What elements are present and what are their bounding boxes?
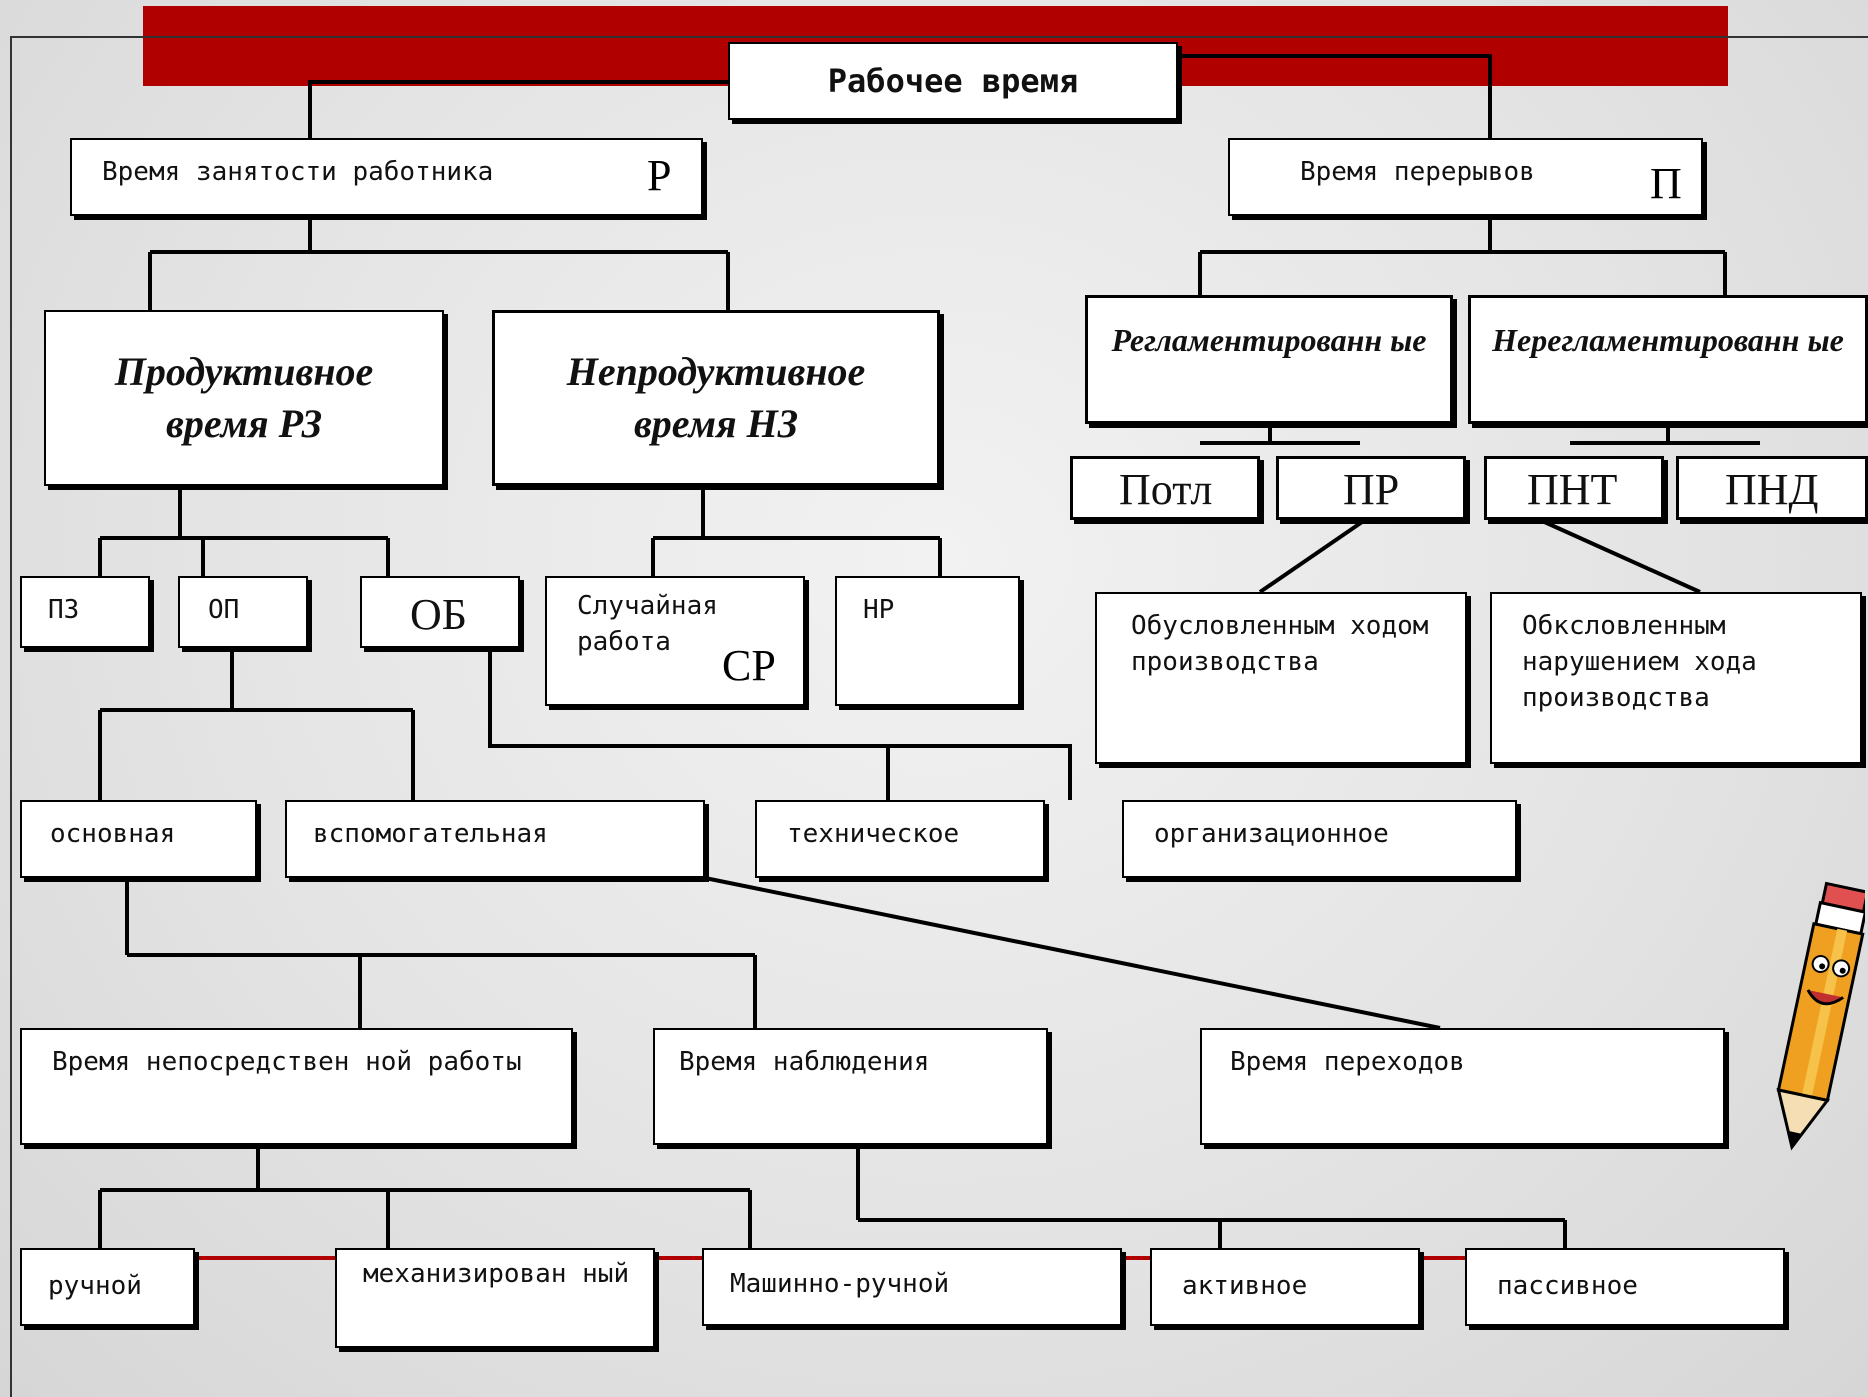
caused-violation-label: Обксловленным нарушением хода производст… xyxy=(1522,611,1757,713)
main-work-label: основная xyxy=(50,819,176,849)
transitions-time-label: Время переходов xyxy=(1230,1047,1465,1077)
frame-border xyxy=(10,36,1868,1397)
ob-box: ОБ xyxy=(360,576,520,648)
root-title: Рабочее время xyxy=(827,62,1079,100)
nr-label: НР xyxy=(863,595,895,625)
caused-production-label: Обусловленным ходом производства xyxy=(1131,611,1429,677)
unproductive-time-label: Непродуктивное время НЗ xyxy=(566,349,866,446)
auxiliary-work-box: вспомогательная xyxy=(285,800,705,878)
pencil-mascot-icon xyxy=(1776,881,1865,1151)
employment-time-box: Время занятости работника xyxy=(70,138,703,216)
potl-label: Потл xyxy=(1119,465,1213,514)
manual-label: ручной xyxy=(48,1271,142,1301)
breaks-letter: П xyxy=(1650,159,1682,208)
main-work-box: основная xyxy=(20,800,257,878)
potl-box: Потл xyxy=(1070,456,1260,520)
productive-time-label: Продуктивное время РЗ xyxy=(114,349,374,446)
unregulated-label: Нерегламентированн ые xyxy=(1492,322,1844,358)
random-work-label: Случайная работа xyxy=(577,591,718,657)
technical-box: техническое xyxy=(755,800,1045,878)
op-label: ОП xyxy=(208,595,240,625)
unregulated-box: Нерегламентированн ые xyxy=(1468,295,1868,424)
pz-label: ПЗ xyxy=(48,595,80,625)
breaks-time-box: Время перерывов xyxy=(1228,138,1703,216)
machine-manual-box: Машинно-ручной xyxy=(702,1248,1122,1326)
regulated-box: Регламентированн ые xyxy=(1085,295,1453,424)
pr-label: ПР xyxy=(1343,465,1400,514)
nr-box: НР xyxy=(835,576,1020,706)
organizational-box: организационное xyxy=(1122,800,1517,878)
direct-work-time-box: Время непосредствен ной работы xyxy=(20,1028,573,1145)
pnt-label: ПНТ xyxy=(1527,465,1618,514)
active-label: активное xyxy=(1182,1271,1308,1301)
manual-box: ручной xyxy=(20,1248,195,1326)
employment-time-label: Время занятости работника xyxy=(102,157,494,187)
pnd-box: ПНД xyxy=(1676,456,1868,520)
breaks-time-label: Время перерывов xyxy=(1300,157,1535,187)
productive-time-box: Продуктивное время РЗ xyxy=(44,310,444,486)
mechanized-box: механизирован ный xyxy=(335,1248,655,1348)
random-work-box: Случайная работа xyxy=(545,576,805,706)
technical-label: техническое xyxy=(787,819,960,849)
active-box: активное xyxy=(1150,1248,1420,1326)
caused-production-box: Обусловленным ходом производства xyxy=(1095,592,1467,764)
observation-time-box: Время наблюдения xyxy=(653,1028,1048,1145)
pnt-box: ПНТ xyxy=(1484,456,1664,520)
mechanized-label: механизирован ный xyxy=(363,1259,630,1289)
organizational-label: организационное xyxy=(1154,819,1389,849)
caused-violation-box: Обксловленным нарушением хода производст… xyxy=(1490,592,1862,764)
op-box: ОП xyxy=(178,576,308,648)
employment-letter: Р xyxy=(647,151,672,200)
direct-work-time-label: Время непосредствен ной работы xyxy=(52,1047,522,1077)
auxiliary-work-label: вспомогательная xyxy=(313,819,548,849)
pr-box: ПР xyxy=(1276,456,1466,520)
machine-manual-label: Машинно-ручной xyxy=(730,1269,950,1299)
regulated-label: Регламентированн ые xyxy=(1111,322,1427,358)
root-working-time: Рабочее время xyxy=(728,42,1178,120)
observation-time-label: Время наблюдения xyxy=(679,1047,930,1077)
pnd-label: ПНД xyxy=(1725,465,1819,514)
transitions-time-box: Время переходов xyxy=(1200,1028,1725,1145)
ob-label: ОБ xyxy=(410,590,468,639)
passive-label: пассивное xyxy=(1497,1271,1638,1301)
pz-box: ПЗ xyxy=(20,576,150,648)
passive-box: пассивное xyxy=(1465,1248,1785,1326)
unproductive-time-box: Непродуктивное время НЗ xyxy=(492,310,940,486)
random-work-letter: СР xyxy=(722,641,776,690)
